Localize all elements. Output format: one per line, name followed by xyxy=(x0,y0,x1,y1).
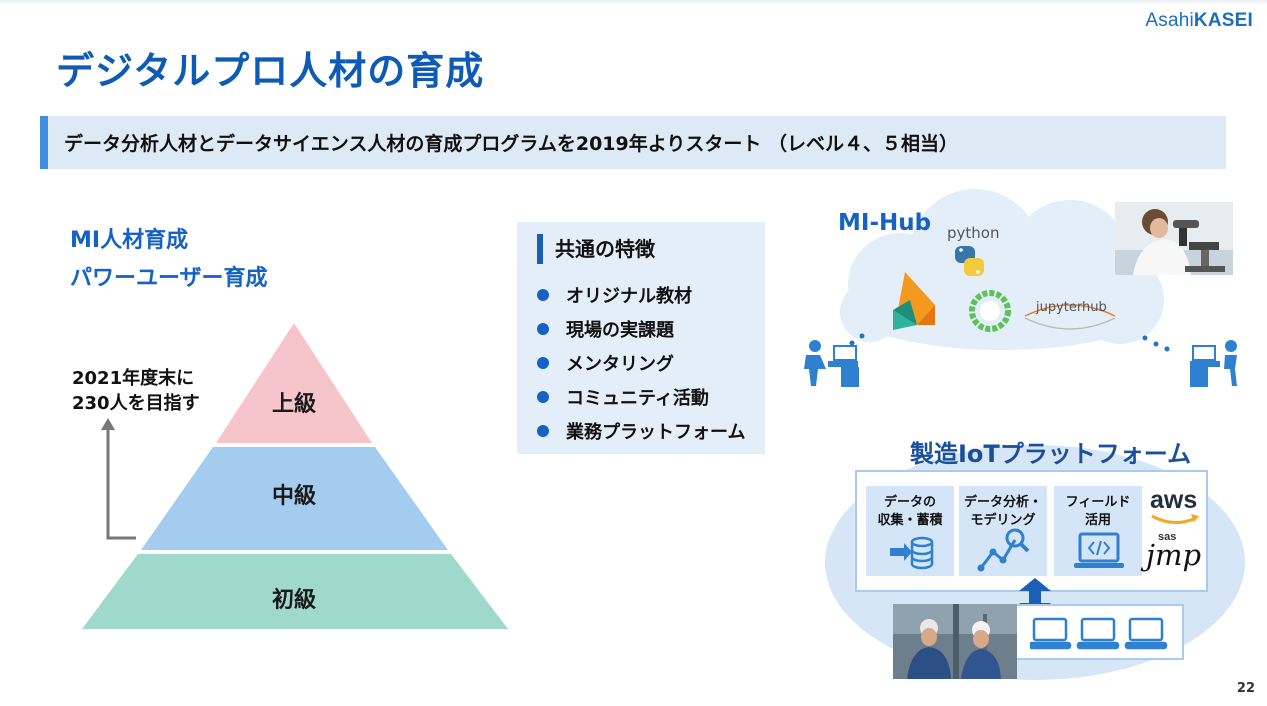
database-icon xyxy=(890,536,934,570)
tier-label-upper: 上級 xyxy=(271,392,316,417)
iot-card-data-analysis: データ分析・モデリング xyxy=(959,486,1047,576)
aws-logo: aws xyxy=(1150,486,1198,514)
feature-item: コミュニティ活動 xyxy=(537,380,745,414)
mi-heading-1: MI人材育成 xyxy=(70,228,189,253)
bullet-icon xyxy=(537,323,549,335)
asahi-kasei-logo: AsahiKASEI xyxy=(1145,10,1253,31)
goal-arrow-icon xyxy=(101,418,136,540)
page-title: デジタルプロ人材の育成 xyxy=(56,49,485,93)
plant-workers-photo xyxy=(893,604,1017,679)
terminal-icons-group xyxy=(1030,617,1168,650)
iot-card-data-collection: データの収集・蓄積 xyxy=(866,486,954,576)
tier-label-lower: 初級 xyxy=(271,588,316,613)
mi-heading-2: パワーユーザー育成 xyxy=(70,266,268,291)
pyramid-tier-upper xyxy=(216,323,372,443)
skill-pyramid xyxy=(82,323,508,629)
feature-item: 現場の実課題 xyxy=(537,312,745,346)
laptop-icon xyxy=(1076,617,1120,650)
top-rule xyxy=(0,0,1267,5)
user-at-desk-left-icon xyxy=(804,340,859,387)
tier-label-middle: 中級 xyxy=(271,484,316,509)
bullet-icon xyxy=(537,357,549,369)
mi-hub-title: MI-Hub xyxy=(838,210,932,236)
feature-item: 業務プラットフォーム xyxy=(537,414,745,448)
jupyterhub-label: jupyterhub xyxy=(1036,300,1107,315)
feature-item: メンタリング xyxy=(537,346,745,380)
jmp-logo: jmp xyxy=(1146,538,1202,572)
connector-dots xyxy=(849,333,1170,352)
iot-card-field-use: フィールド活用 xyxy=(1054,486,1142,576)
sas-logo: sas xyxy=(1158,531,1177,543)
laptop-icon xyxy=(1030,617,1072,650)
laptop-icon xyxy=(1124,617,1168,650)
ring-tool-logo-icon xyxy=(969,290,1011,332)
python-logo-icon xyxy=(955,246,984,276)
common-features-box: 共通の特徴 オリジナル教材 現場の実課題 メンタリング コミュニティ活動 業務プ… xyxy=(517,222,765,454)
laptop-code-icon xyxy=(1074,532,1124,568)
summary-banner: データ分析人材とデータサイエンス人材の育成プログラムを2019年よりスタート （… xyxy=(40,116,1226,169)
features-list: オリジナル教材 現場の実課題 メンタリング コミュニティ活動 業務プラットフォー… xyxy=(537,278,745,448)
iot-platform-title: 製造IoTプラットフォーム xyxy=(910,440,1192,468)
banner-text: データ分析人材とデータサイエンス人材の育成プログラムを2019年よりスタート （… xyxy=(64,133,958,155)
bullet-icon xyxy=(537,289,549,301)
mi-hub-cloud xyxy=(804,189,1237,387)
feature-item: オリジナル教材 xyxy=(537,278,745,312)
python-label: python xyxy=(947,224,1000,242)
goal-text: 2021年度末に 230人を目指す xyxy=(72,368,200,414)
user-at-desk-right-icon xyxy=(1190,340,1237,387)
jupyterhub-logo-icon xyxy=(1024,304,1116,330)
pyramid-tier-lower xyxy=(82,554,508,629)
bullet-icon xyxy=(537,425,549,437)
aws-smile-icon xyxy=(1151,514,1199,524)
bullet-icon xyxy=(537,391,549,403)
scientist-microscope-photo xyxy=(1115,202,1233,275)
analytics-tool-logo-icon xyxy=(893,272,935,330)
analytics-icon xyxy=(977,528,1030,572)
page-number: 22 xyxy=(1236,681,1255,696)
features-title: 共通の特徴 xyxy=(537,234,655,264)
pyramid-tier-middle xyxy=(141,447,448,550)
